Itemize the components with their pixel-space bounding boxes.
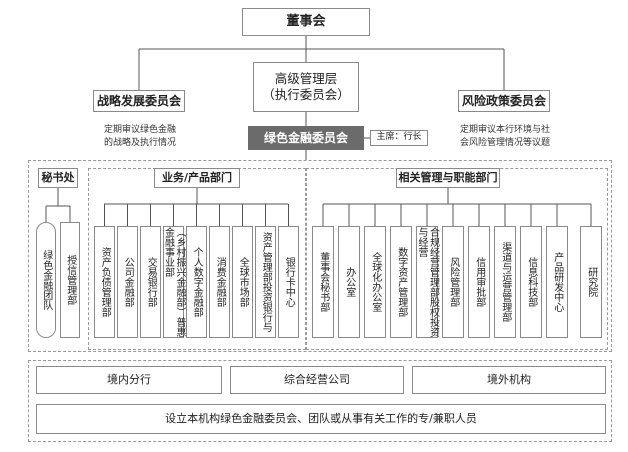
strategy-note-line1: 定期审议绿色金融 (103, 125, 176, 135)
risk-committee-note: 定期审议本行环境与社 会风险管理情况等议题 (448, 124, 562, 150)
function-unit-10: 产品研发中心 (546, 226, 568, 338)
overseas-institutions-label: 境外机构 (487, 373, 531, 387)
board-box: 董事会 (242, 8, 370, 36)
branch-area (28, 360, 612, 442)
business-unit-9: 银行卡中心 (278, 226, 299, 338)
chair-note-box: 主席：行长 (370, 130, 428, 146)
strategy-committee-title: 战略发展委员会 (96, 93, 181, 108)
business-unit-label: 公司金融部 (122, 257, 134, 307)
strategy-committee-note: 定期审议绿色金融 的战略及执行情况 (86, 124, 194, 150)
business-unit-3: 交易银行部 (140, 226, 161, 338)
business-unit-label: 交易银行部 (145, 257, 157, 307)
business-unit-label: 消费金融部 (214, 257, 226, 307)
footer-box: 设立本机构绿色金融委员会、团队或从事有关工作的专/兼职人员 (36, 404, 606, 434)
function-unit-9: 信息科技部 (520, 226, 542, 338)
function-unit-5: 合规经营管理部股权投资与经营 (416, 226, 439, 338)
business-unit-label: 全球市场部 (237, 257, 249, 307)
business-unit-label: （乡村振兴金融部）普惠金融事业部 (162, 227, 186, 337)
function-unit-8: 渠道与运营管理部 (494, 226, 516, 338)
business-dept-title-box: 业务/产品部门 (154, 168, 240, 188)
domestic-branches-label: 境内分行 (107, 373, 151, 387)
function-unit-4: 数字资产管理部 (390, 226, 412, 338)
risk-note-line1: 定期审议本行环境与社 (459, 125, 550, 135)
strategy-committee-box: 战略发展委员会 (93, 90, 185, 112)
senior-management-line2: （执行委员会） (262, 87, 350, 102)
business-unit-8: 资产管理部投资银行与 (255, 226, 276, 338)
function-unit-label: 数字资产管理部 (395, 247, 407, 317)
function-unit-label: 信息科技部 (525, 257, 537, 307)
department-area (28, 160, 612, 352)
risk-committee-box: 风险政策委员会 (458, 90, 550, 112)
senior-management-line1: 高级管理层 (274, 71, 338, 87)
function-unit-6: 风险管理部 (442, 226, 464, 338)
green-finance-committee-box: 绿色金融委员会 (248, 126, 364, 150)
footer-label: 设立本机构绿色金融委员会、团队或从事有关工作的专/兼职人员 (165, 412, 477, 426)
business-unit-6: 消费金融部 (209, 226, 230, 338)
function-unit-label: 渠道与运营管理部 (499, 242, 511, 322)
business-unit-label: 资产管理部投资银行与 (260, 232, 272, 332)
strategy-note-line2: 的战略及执行情况 (103, 138, 176, 148)
functions-dept-title-box: 相关管理与职能部门 (396, 168, 500, 188)
board-label: 董事会 (286, 13, 326, 29)
function-unit-label: 风险管理部 (447, 257, 459, 307)
function-unit-7: 信用审批部 (468, 226, 490, 338)
green-finance-committee-title: 绿色金融委员会 (263, 130, 348, 145)
function-unit-label: 董事会秘书部 (317, 252, 329, 312)
function-unit-label: 信用审批部 (473, 257, 485, 307)
secretariat-unit-label: 绿色金融团队 (40, 250, 52, 310)
function-unit-11: 研究院 (580, 226, 602, 338)
domestic-branches-box: 境内分行 (36, 366, 222, 394)
business-unit-7: 全球市场部 (232, 226, 253, 338)
function-unit-label: 全球化办公室 (369, 252, 381, 312)
risk-note-line2: 会风险管理情况等议题 (459, 138, 550, 148)
business-unit-5: 个人数字金融部 (186, 226, 207, 338)
business-unit-4: （乡村振兴金融部）普惠金融事业部 (162, 226, 186, 338)
integrated-companies-label: 综合经营公司 (284, 373, 350, 387)
integrated-companies-box: 综合经营公司 (230, 366, 404, 394)
functions-dept-title: 相关管理与职能部门 (398, 171, 498, 185)
function-unit-label: 办公室 (343, 267, 355, 297)
function-unit-label: 研究院 (585, 267, 597, 297)
function-unit-3: 全球化办公室 (364, 226, 386, 338)
business-unit-1: 资产负债管理部 (94, 226, 115, 338)
function-unit-label: 合规经营管理部股权投资与经营 (416, 227, 439, 337)
business-dept-title: 业务/产品部门 (161, 171, 233, 185)
overseas-institutions-box: 境外机构 (412, 366, 606, 394)
function-unit-label: 产品研发中心 (551, 252, 563, 312)
secretariat-box: 秘书处 (38, 168, 78, 188)
function-unit-2: 办公室 (338, 226, 360, 338)
secretariat-unit-2: 授信管理部 (60, 222, 80, 338)
risk-committee-title: 风险政策委员会 (461, 93, 546, 108)
chair-note: 主席：行长 (376, 132, 422, 143)
business-unit-label: 资产负债管理部 (99, 247, 111, 317)
function-unit-1: 董事会秘书部 (312, 226, 334, 338)
business-unit-label: 个人数字金融部 (191, 247, 203, 317)
business-unit-2: 公司金融部 (117, 226, 138, 338)
secretariat-unit-label: 授信管理部 (64, 255, 76, 305)
secretariat-title: 秘书处 (41, 171, 75, 185)
business-unit-label: 银行卡中心 (283, 257, 295, 307)
secretariat-unit-1: 绿色金融团队 (36, 222, 56, 338)
senior-management-box: 高级管理层 （执行委员会） (253, 62, 359, 112)
